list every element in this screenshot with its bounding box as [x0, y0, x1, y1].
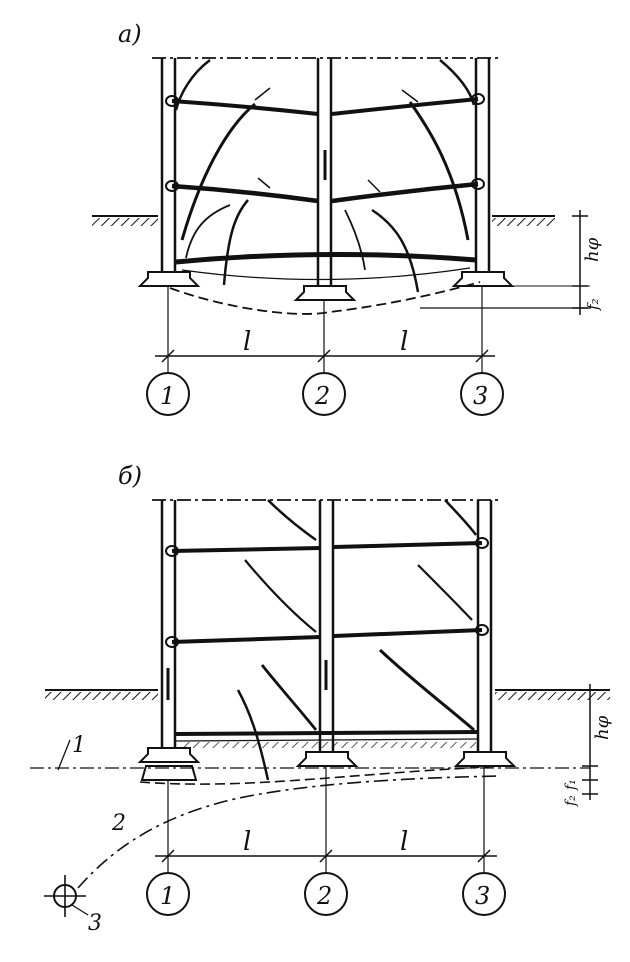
panel-a-ground-left: [92, 215, 158, 226]
panel-b-settlement-label-1: f₁: [563, 779, 579, 791]
panel-b-column-2: [318, 500, 335, 752]
panel-b-axis-2: 2: [304, 872, 348, 916]
panel-b-callout-1-leader: [57, 739, 71, 771]
panel-a-axis-1: 1: [146, 372, 190, 416]
panel-b: б): [30, 462, 613, 936]
svg-text:3: 3: [473, 382, 488, 410]
svg-text:1: 1: [160, 382, 175, 410]
panel-a-axis-2: 2: [302, 372, 346, 416]
panel-b-label: б): [118, 462, 142, 490]
panel-b-span-dimension: l l: [155, 766, 497, 872]
panel-b-column-1: [160, 500, 177, 748]
panel-a-depth-dimension: hφ f₂: [500, 210, 603, 315]
panel-a-footing-1: [137, 271, 201, 287]
svg-text:1: 1: [160, 882, 175, 910]
svg-text:2: 2: [314, 382, 330, 410]
panel-a-footing-3: [451, 271, 515, 287]
panel-a-axis-3: 3: [460, 372, 504, 416]
panel-a-label: а): [118, 20, 142, 48]
panel-b-callout-3: 3: [88, 911, 102, 936]
panel-a-grade-beam-under: [181, 267, 471, 281]
panel-b-callout-1: 1: [72, 733, 86, 758]
panel-a-grade-beam: [175, 251, 477, 265]
panel-b-footing-2: [295, 751, 359, 767]
panel-b-axis-1: 1: [146, 872, 190, 916]
panel-a-column-1: [160, 58, 177, 272]
panel-b-settlement-label-2: f₂: [563, 795, 579, 807]
panel-a-column-2: [316, 58, 333, 286]
panel-b-depth-dimension: hφ f₁ f₂: [563, 684, 613, 807]
panel-a-span-dimension: l l: [155, 286, 495, 373]
panel-b-ground-right: [495, 689, 610, 700]
panel-a-span-label-1: l: [243, 327, 251, 357]
panel-b-grade-beam: [175, 730, 479, 736]
panel-a-span-label-2: l: [400, 327, 408, 357]
panel-a-footing-2: [293, 285, 357, 301]
panel-b-beams: [165, 537, 489, 648]
panel-b-span-label-2: l: [400, 827, 408, 857]
panel-b-settlement-curve: [139, 765, 501, 785]
panel-a-ground-right: [492, 215, 555, 226]
panel-b-depth-label: hφ: [592, 715, 613, 740]
svg-text:2: 2: [316, 882, 332, 910]
panel-b-footing-1: [137, 747, 201, 781]
panel-b-footing-3: [453, 751, 517, 767]
panel-b-influence-curve: [77, 775, 501, 889]
panel-b-axis-3: 3: [462, 872, 506, 916]
panel-b-point-3-symbol: 3: [44, 875, 102, 936]
panel-a-column-3: [474, 58, 491, 272]
panel-b-grade-hatch: [180, 742, 476, 748]
panel-b-ground-left: [45, 689, 158, 700]
panel-a-depth-label: hφ: [582, 237, 603, 262]
panel-a-settlement-label: f₂: [584, 298, 602, 311]
panel-a-cracks: [174, 59, 476, 293]
panel-a: а): [92, 20, 603, 416]
panel-b-callout-2: 2: [111, 811, 126, 836]
svg-text:3: 3: [475, 882, 490, 910]
panel-b-span-label-1: l: [243, 827, 251, 857]
panel-b-cracks: [236, 499, 478, 781]
panel-b-grade-beam-under: [175, 738, 479, 742]
